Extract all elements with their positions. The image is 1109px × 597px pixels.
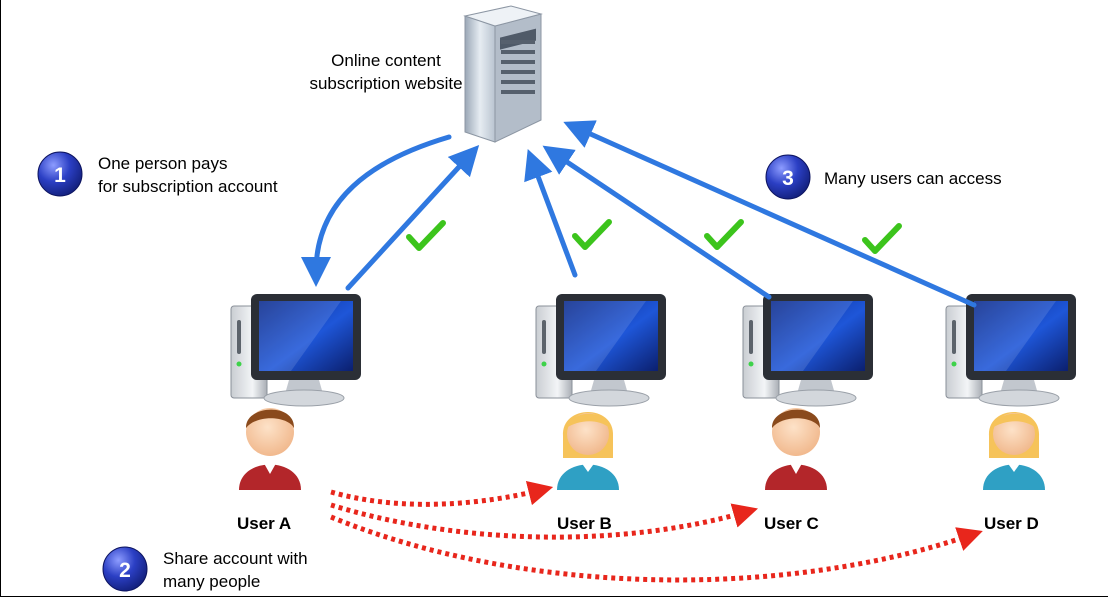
step-badge-1: 1 [37,151,83,197]
step-badge-3: 3 [765,154,811,200]
user-b-label: User B [557,514,612,533]
user-d-avatar [983,412,1045,490]
access-arrow-user-b [524,148,578,278]
user-d-label: User D [984,514,1039,533]
computer-icon [742,293,874,407]
server-title-line2: subscription website [309,74,463,93]
server-title-line1: Online content [331,51,441,70]
share-arrow-user-d [330,514,983,583]
step-3-text: Many users can access [824,167,1002,190]
step-number: 1 [54,164,66,187]
step-number: 2 [119,559,131,582]
pay-arrow [301,134,452,287]
step-3-line1: Many users can access [824,169,1002,188]
check-icon [575,222,609,247]
check-icon [409,223,443,248]
user-a-avatar [239,408,301,490]
server-icon [463,5,543,143]
step-1-line2: for subscription account [98,177,278,196]
check-icon [865,226,899,251]
step-1-text: One person pays for subscription account [98,152,278,198]
access-arrow-user-c [542,145,772,300]
share-arrow-user-c [330,502,759,540]
step-badge-2: 2 [102,546,148,592]
step-1-line1: One person pays [98,154,228,173]
share-arrow-user-b [330,480,554,507]
computer-icon [945,293,1077,407]
user-c-avatar [765,408,827,490]
access-arrow-user-a [345,144,480,291]
computer-icon [230,293,362,407]
user-b-avatar [557,412,619,490]
computer-icon [535,293,667,407]
step-2-text: Share account with many people [163,547,308,593]
access-arrow-user-d [563,120,977,308]
user-a-label: User A [237,514,292,533]
user-c-label: User C [764,514,819,533]
step-2-line1: Share account with [163,549,308,568]
step-2-line2: many people [163,572,261,591]
check-icon [707,222,741,247]
server-title: Online content subscription website [291,49,481,95]
step-number: 3 [782,167,794,190]
